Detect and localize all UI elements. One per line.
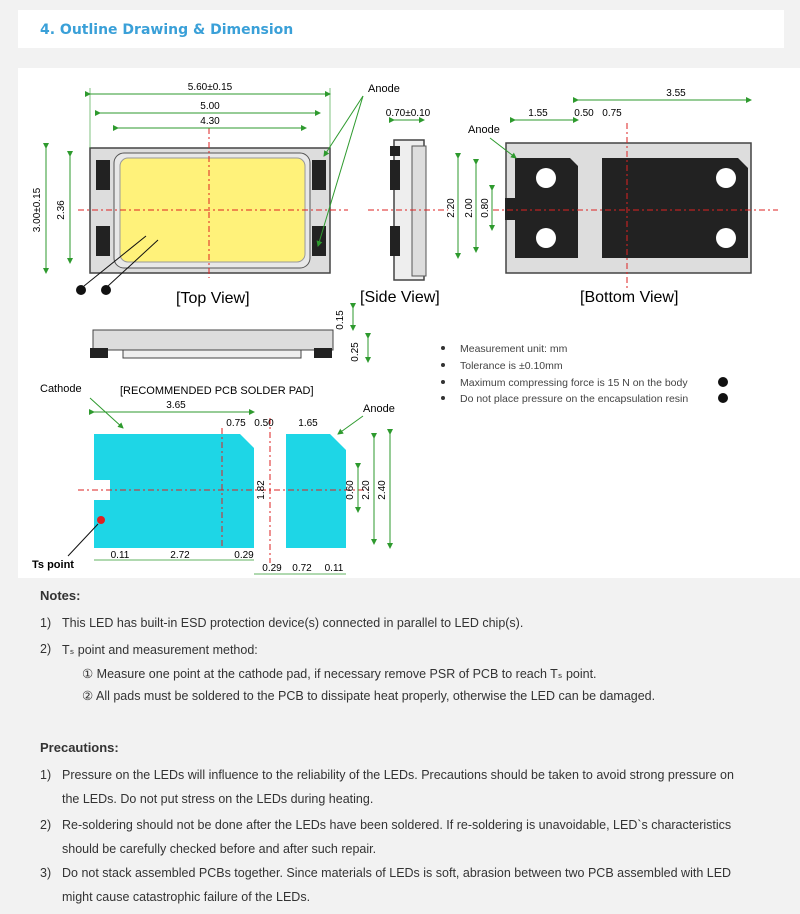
precaution-text: Re-soldering should not be done after th… [62,818,732,832]
section-title: 4. Outline Drawing & Dimension [40,22,294,38]
dim-label: 2.20 [446,198,457,218]
front-view: 0.15 0.25 [90,303,371,363]
note-text: Tₛ point and measurement method: [62,643,258,657]
dim-label: 1.82 [256,480,267,500]
dim-label: 4.30 [200,116,220,127]
note-subitem: ② All pads must be soldered to the PCB t… [82,689,656,703]
ts-point-label: Ts point [32,559,74,571]
marker-b-icon [101,285,111,295]
precautions-title: Precautions: [40,740,119,755]
outline-drawing: 5.60±0.15 5.00 4.30 3.00±0.15 2.36 Anode… [18,68,800,578]
dim-label: 0.50 [574,108,594,119]
section-header: 4. Outline Drawing & Dimension [18,10,784,48]
precaution-number: 1) [40,768,52,782]
precaution-text: might cause catastrophic failure of the … [62,890,311,904]
dim-label: 0.70±0.10 [386,108,431,119]
pcb-solder-pad: Cathode [RECOMMENDED PCB SOLDER PAD] 3.6… [32,383,395,575]
precaution-text: the LEDs. Do not put stress on the LEDs … [62,792,374,806]
dim-label: 0.80 [480,198,491,218]
dim-label: 0.25 [350,342,361,362]
notes-title: Notes: [40,588,81,603]
dim-label: 0.50 [254,418,274,429]
bullet-text: Do not place pressure on the encapsulati… [460,393,688,405]
dim-label: 0.75 [602,108,622,119]
anode-label: Anode [368,83,400,95]
marker-a-icon [76,285,86,295]
top-view-lead [312,160,326,190]
dim-label: 0.60 [345,480,356,500]
precaution-number: 2) [40,818,52,832]
precaution-text: Pressure on the LEDs will influence to t… [62,768,734,782]
bullet-text: Tolerance is ±0.10mm [460,360,563,372]
note-number: 1) [40,616,52,630]
dim-label: 0.29 [234,550,254,561]
precaution-text: Do not stack assembled PCBs together. Si… [62,866,732,880]
precaution-text: should be carefully checked before and a… [62,842,377,856]
side-view: 0.70±0.10 [Side View] [360,108,448,306]
ts-point-marker [97,516,105,524]
drawing-svg: 5.60±0.15 5.00 4.30 3.00±0.15 2.36 Anode… [32,82,778,575]
top-view-label: [Top View] [176,290,250,307]
note-subitem: ① Measure one point at the cathode pad, … [82,667,597,681]
dim-label: 0.72 [292,563,312,574]
pcb-title: [RECOMMENDED PCB SOLDER PAD] [120,385,314,397]
precaution-number: 3) [40,866,52,880]
cathode-label: Cathode [40,383,82,395]
dim-label: 5.00 [200,101,220,112]
dim-label: 0.11 [325,563,344,574]
dim-label: 1.55 [528,108,548,119]
bottom-view-label: [Bottom View] [580,289,678,306]
dim-label: 1.65 [298,418,318,429]
side-view-label: [Side View] [360,289,440,306]
dim-label: 5.60±0.15 [188,82,233,93]
dim-label: 2.00 [464,198,475,218]
dim-label: 2.40 [377,480,388,500]
dim-label: 2.20 [361,480,372,500]
dim-label: 0.11 [111,550,130,561]
marker-b-icon [718,393,728,403]
anode-label: Anode [363,403,395,415]
dim-label: 3.55 [666,88,686,99]
dim-label: 2.36 [56,200,67,220]
bullet-text: Maximum compressing force is 15 N on the… [460,377,688,389]
anode-label: Anode [468,124,500,136]
top-view-lead [96,160,110,190]
dim-label: 0.29 [262,563,282,574]
marker-a-icon [718,377,728,387]
dim-label: 3.65 [166,400,186,411]
dim-label: 0.75 [226,418,246,429]
top-view: 5.60±0.15 5.00 4.30 3.00±0.15 2.36 Anode… [32,82,400,307]
spec-bullets: Measurement unit: mm Tolerance is ±0.10m… [441,343,728,405]
cathode-pad [94,434,254,548]
bullet-text: Measurement unit: mm [460,343,568,355]
dim-label: 2.72 [170,550,190,561]
top-view-lead [96,226,110,256]
anode-pad [286,434,346,548]
dim-label: 0.15 [335,310,346,330]
bottom-view: 3.55 1.55 0.50 0.75 Anode 2.20 2.00 0.80… [446,88,778,306]
note-text: This LED has built-in ESD protection dev… [62,616,524,630]
dim-label: 3.00±0.15 [32,187,43,232]
note-number: 2) [40,642,52,656]
